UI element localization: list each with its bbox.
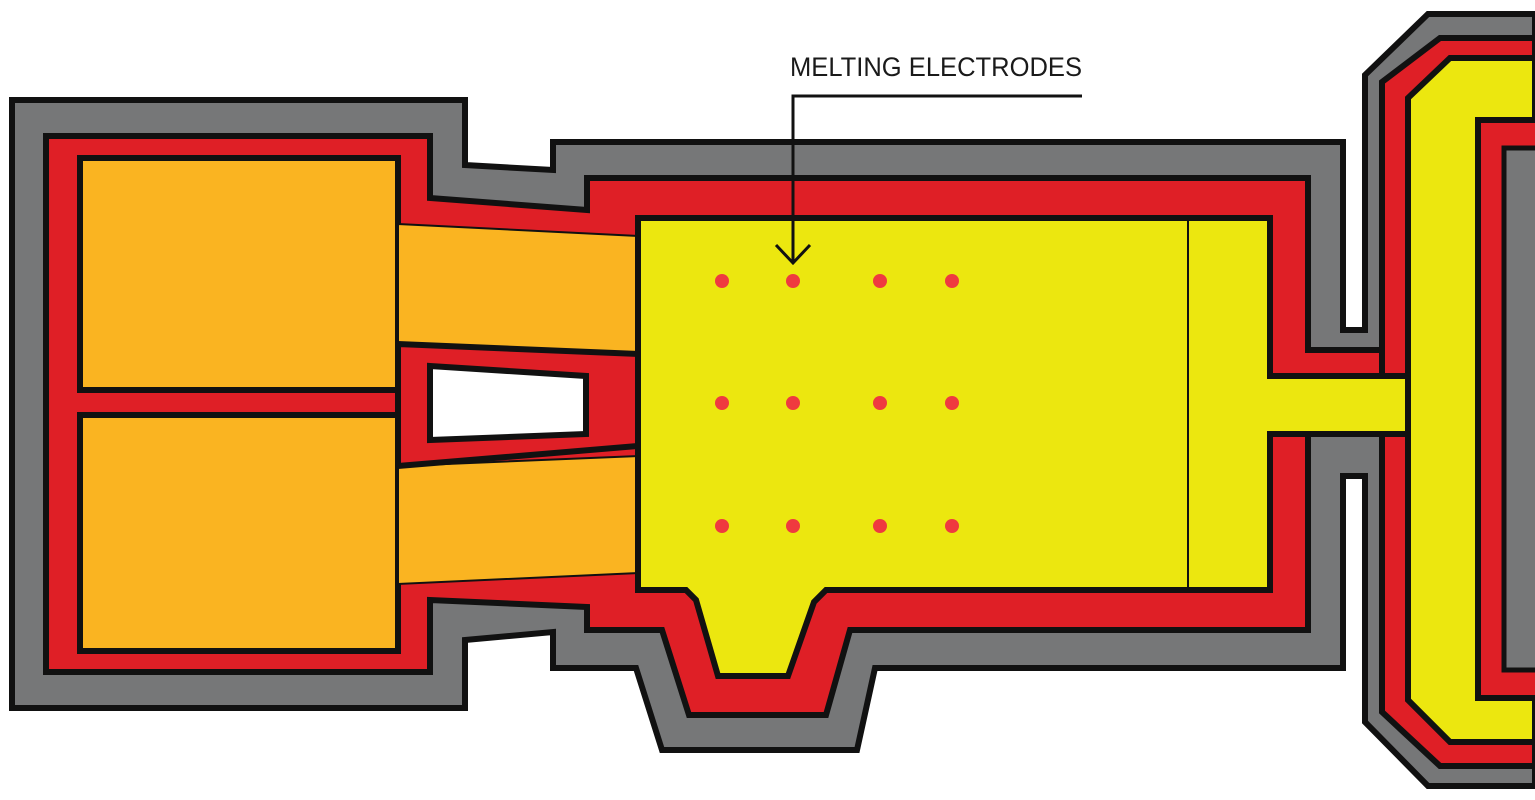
right-head-inner-gray-band <box>1501 145 1535 673</box>
electrode-dot <box>715 274 729 288</box>
electrode-dot <box>715 519 729 533</box>
electrode-dot <box>945 396 959 410</box>
orange-channel-upper <box>397 222 639 355</box>
electrode-dot <box>945 274 959 288</box>
white-cavity <box>427 362 589 444</box>
arrowhead-icon <box>774 243 812 266</box>
electrode-dot <box>873 519 887 533</box>
electrode-dot <box>873 274 887 288</box>
orange-crucible-lower <box>77 412 401 654</box>
electrode-dot <box>786 396 800 410</box>
melting-electrodes-label: MELTING ELECTRODES <box>790 52 1082 82</box>
electrode-dot <box>945 519 959 533</box>
melting-electrodes <box>715 274 959 533</box>
electrode-dot <box>786 274 800 288</box>
electrode-dot <box>715 396 729 410</box>
label-leader-line <box>791 94 1082 262</box>
electrode-dot <box>786 519 800 533</box>
yellow-main-chamber <box>635 215 1411 679</box>
orange-crucible-upper <box>77 155 401 393</box>
electrode-dot <box>873 396 887 410</box>
orange-channel-lower <box>397 454 639 586</box>
